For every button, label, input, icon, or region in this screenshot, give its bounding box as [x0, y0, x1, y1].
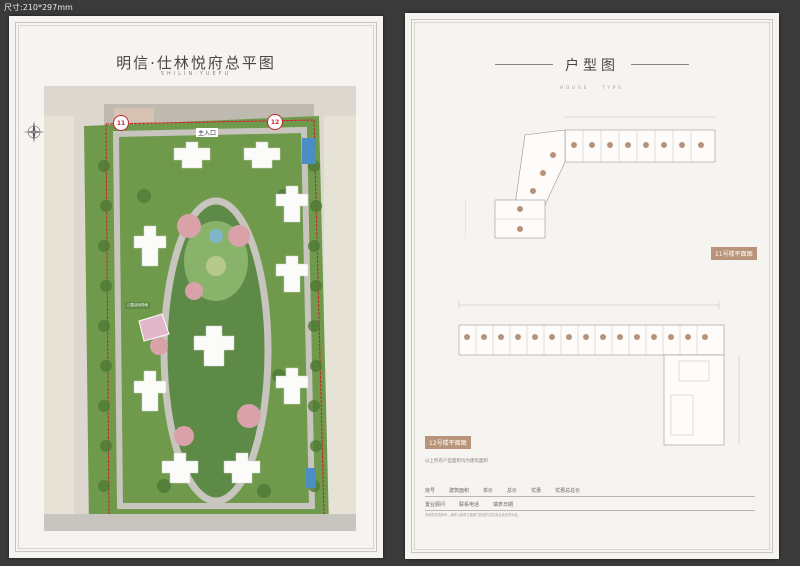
floor-plan-title: 户型图	[565, 58, 619, 74]
info-field-label: 填表日期	[493, 502, 514, 508]
amenity-label: 儿童活动场地	[125, 302, 150, 309]
outer-frame	[411, 19, 773, 553]
area-note: 以上所有户型面积均为建筑面积	[425, 459, 488, 464]
disclaimer-text: 本资料仅供参考，最终以政府主管部门批准的文件及买卖合同为准。	[425, 513, 521, 517]
main-entrance-label: 主入口	[196, 128, 219, 137]
building-12-marker: 12	[267, 114, 283, 130]
info-field-label: 建筑面积	[449, 488, 470, 494]
title-rule-right	[631, 64, 689, 65]
purchase-info-form: 房号 建筑面积 单价 总价 优惠 优惠总总价 置业顾问 联系电话 填表日期	[425, 483, 755, 511]
info-field-label: 单价	[483, 488, 494, 494]
info-field-label: 房号	[425, 488, 436, 494]
site-plan-subtitle: SHILIN·YUEFU	[160, 71, 232, 77]
building-11-label: 11号楼平面图	[711, 247, 757, 260]
inner-frame	[18, 25, 374, 549]
title-rule-left	[495, 64, 553, 65]
floor-plan-subtitle: HOUSE · TYPE	[560, 85, 624, 90]
info-field-label: 优惠	[531, 488, 542, 494]
info-field-label: 联系电话	[459, 502, 480, 508]
info-row: 置业顾问 联系电话 填表日期	[425, 497, 755, 511]
floor-plan-sheet: 户型图 HOUSE · TYPE 1	[405, 13, 779, 559]
building-11-floor-plan	[465, 116, 716, 239]
building-12-label: 12号楼平面图	[425, 436, 471, 449]
inner-frame	[414, 22, 770, 550]
page-size-label: 尺寸:210*297mm	[4, 3, 73, 12]
building-12-floor-plan	[458, 301, 740, 446]
info-field-label: 优惠总总价	[555, 488, 581, 494]
site-plan-sheet: 明信·仕林悦府总平图 SHILIN·YUEFU	[9, 16, 383, 558]
compass-icon	[23, 121, 45, 147]
site-plan-title: 明信·仕林悦府总平图	[116, 54, 276, 72]
info-field-label: 置业顾问	[425, 502, 446, 508]
info-field-label: 总价	[507, 488, 518, 494]
outer-frame	[15, 22, 377, 552]
info-row: 房号 建筑面积 单价 总价 优惠 优惠总总价	[425, 483, 755, 497]
building-11-marker: 11	[113, 115, 129, 131]
site-plan-image	[44, 86, 356, 531]
